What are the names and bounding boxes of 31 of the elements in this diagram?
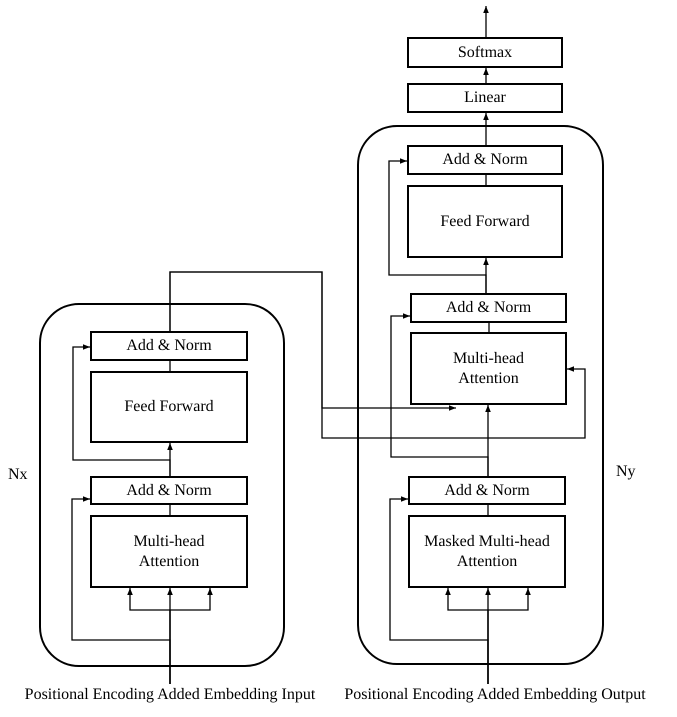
arrow <box>483 6 489 37</box>
connector-line <box>169 505 171 515</box>
repeat-label: Ny <box>616 462 636 482</box>
process-box: Feed Forward <box>407 185 563 258</box>
repeat-label: Nx <box>8 465 28 485</box>
connector-line <box>485 175 487 185</box>
rounded-container <box>357 125 604 665</box>
arrow <box>389 496 489 684</box>
process-box: Add & Norm <box>407 145 563 175</box>
arrow <box>390 313 489 476</box>
input-label: Positional Encoding Added Embedding Output <box>330 684 660 706</box>
process-box: Softmax <box>407 37 563 68</box>
arrow <box>483 113 489 145</box>
arrow <box>388 158 487 293</box>
process-box: Add & Norm <box>90 331 248 361</box>
input-label: Positional Encoding Added Embedding Input <box>10 684 330 706</box>
connector-line <box>487 505 489 515</box>
process-box: Add & Norm <box>408 476 566 505</box>
arrow <box>483 68 489 83</box>
process-box: Multi-head Attention <box>410 332 567 405</box>
process-box: Multi-head Attention <box>90 515 248 588</box>
process-box: Linear <box>407 83 563 113</box>
process-box: Feed Forward <box>90 371 248 443</box>
process-box: Add & Norm <box>90 476 248 505</box>
connector-line <box>169 361 171 371</box>
arrow <box>72 344 171 476</box>
process-box: Masked Multi-head Attention <box>408 515 566 588</box>
arrow <box>169 271 586 439</box>
arrow <box>71 496 171 684</box>
rounded-container <box>39 303 285 667</box>
process-box: Add & Norm <box>410 293 567 323</box>
